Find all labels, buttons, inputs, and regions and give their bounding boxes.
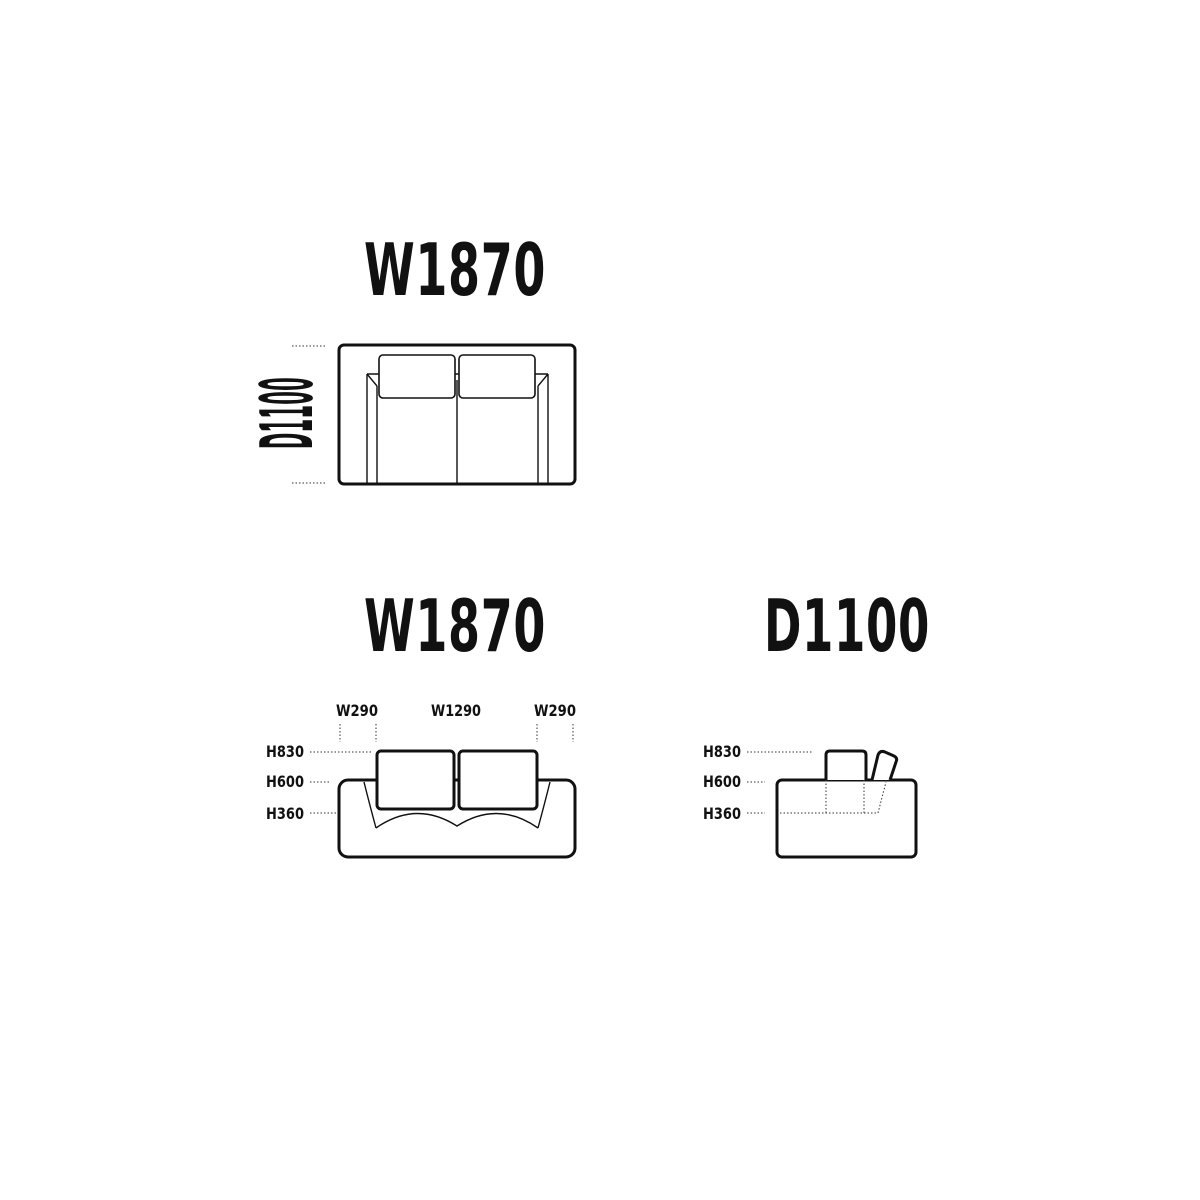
side-tilted-cushion (870, 749, 899, 781)
left-arm-top (366, 373, 378, 484)
back-cushion-right (458, 354, 536, 399)
front-height-back-label: H830 (266, 742, 304, 761)
side-view: D1100 H830 H600 H360 (703, 584, 930, 859)
right-arm-top (537, 373, 549, 484)
side-view-depth-label: D1100 (764, 584, 930, 668)
side-back-cushion (824, 749, 868, 780)
top-view: W1870 D1100 (245, 228, 577, 486)
arm-right-width-label: W290 (534, 701, 576, 720)
back-cushion-front-left (375, 749, 456, 811)
front-view-width-label: W1870 (364, 584, 546, 668)
front-view: W1870 W290 W1290 W290 H830 H600 H360 (266, 584, 577, 859)
side-height-back-label: H830 (703, 742, 741, 761)
back-cushion-front-right (457, 749, 539, 811)
seat-width-label: W1290 (431, 701, 481, 720)
right-arm-front (537, 781, 551, 829)
back-cushion-left (378, 354, 456, 399)
top-view-width-label: W1870 (364, 228, 546, 312)
left-arm-front (363, 781, 377, 829)
side-height-seat-label: H360 (703, 804, 741, 823)
seat-cushions-front (375, 812, 539, 829)
side-height-arm-label: H600 (703, 772, 741, 791)
front-height-seat-label: H360 (266, 804, 304, 823)
front-height-arm-label: H600 (266, 772, 304, 791)
sofa-side-body (775, 778, 918, 859)
side-hidden-lines (780, 780, 887, 814)
top-view-depth-label: D1100 (245, 377, 329, 449)
arm-left-width-label: W290 (336, 701, 378, 720)
sofa-front-body (337, 778, 577, 859)
